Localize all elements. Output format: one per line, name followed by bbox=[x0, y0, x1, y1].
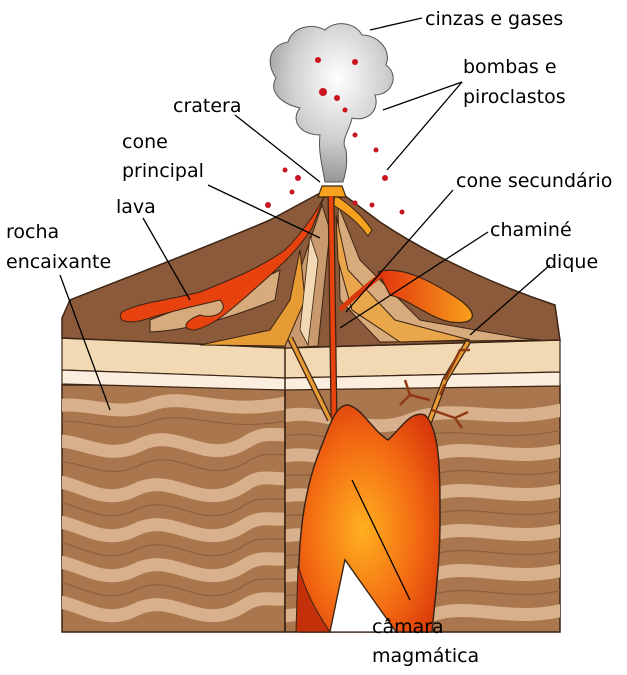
label-lava: lava bbox=[116, 196, 156, 218]
host-rock-left-face bbox=[40, 385, 300, 632]
label-host-rock-line2: encaixante bbox=[6, 251, 111, 273]
label-secondary-cone: cone secundário bbox=[456, 170, 612, 192]
label-dike: dique bbox=[545, 251, 598, 273]
label-conduit: chaminé bbox=[490, 219, 572, 241]
label-main-cone-line2: principal bbox=[122, 160, 204, 182]
label-bombs-line2: piroclastos bbox=[463, 86, 566, 108]
label-bombs-line1: bombas e bbox=[463, 56, 557, 78]
label-host-rock-line1: rocha bbox=[6, 221, 59, 243]
label-chamber-line1: câmara bbox=[372, 616, 444, 638]
crater-rim bbox=[318, 186, 346, 197]
main-conduit bbox=[331, 196, 334, 420]
label-chamber-line2: magmática bbox=[372, 645, 479, 667]
label-main-cone-line1: cone bbox=[122, 131, 168, 153]
label-ash-gases: cinzas e gases bbox=[425, 8, 563, 30]
label-crater: cratera bbox=[173, 95, 242, 117]
ash-plume bbox=[270, 24, 393, 182]
